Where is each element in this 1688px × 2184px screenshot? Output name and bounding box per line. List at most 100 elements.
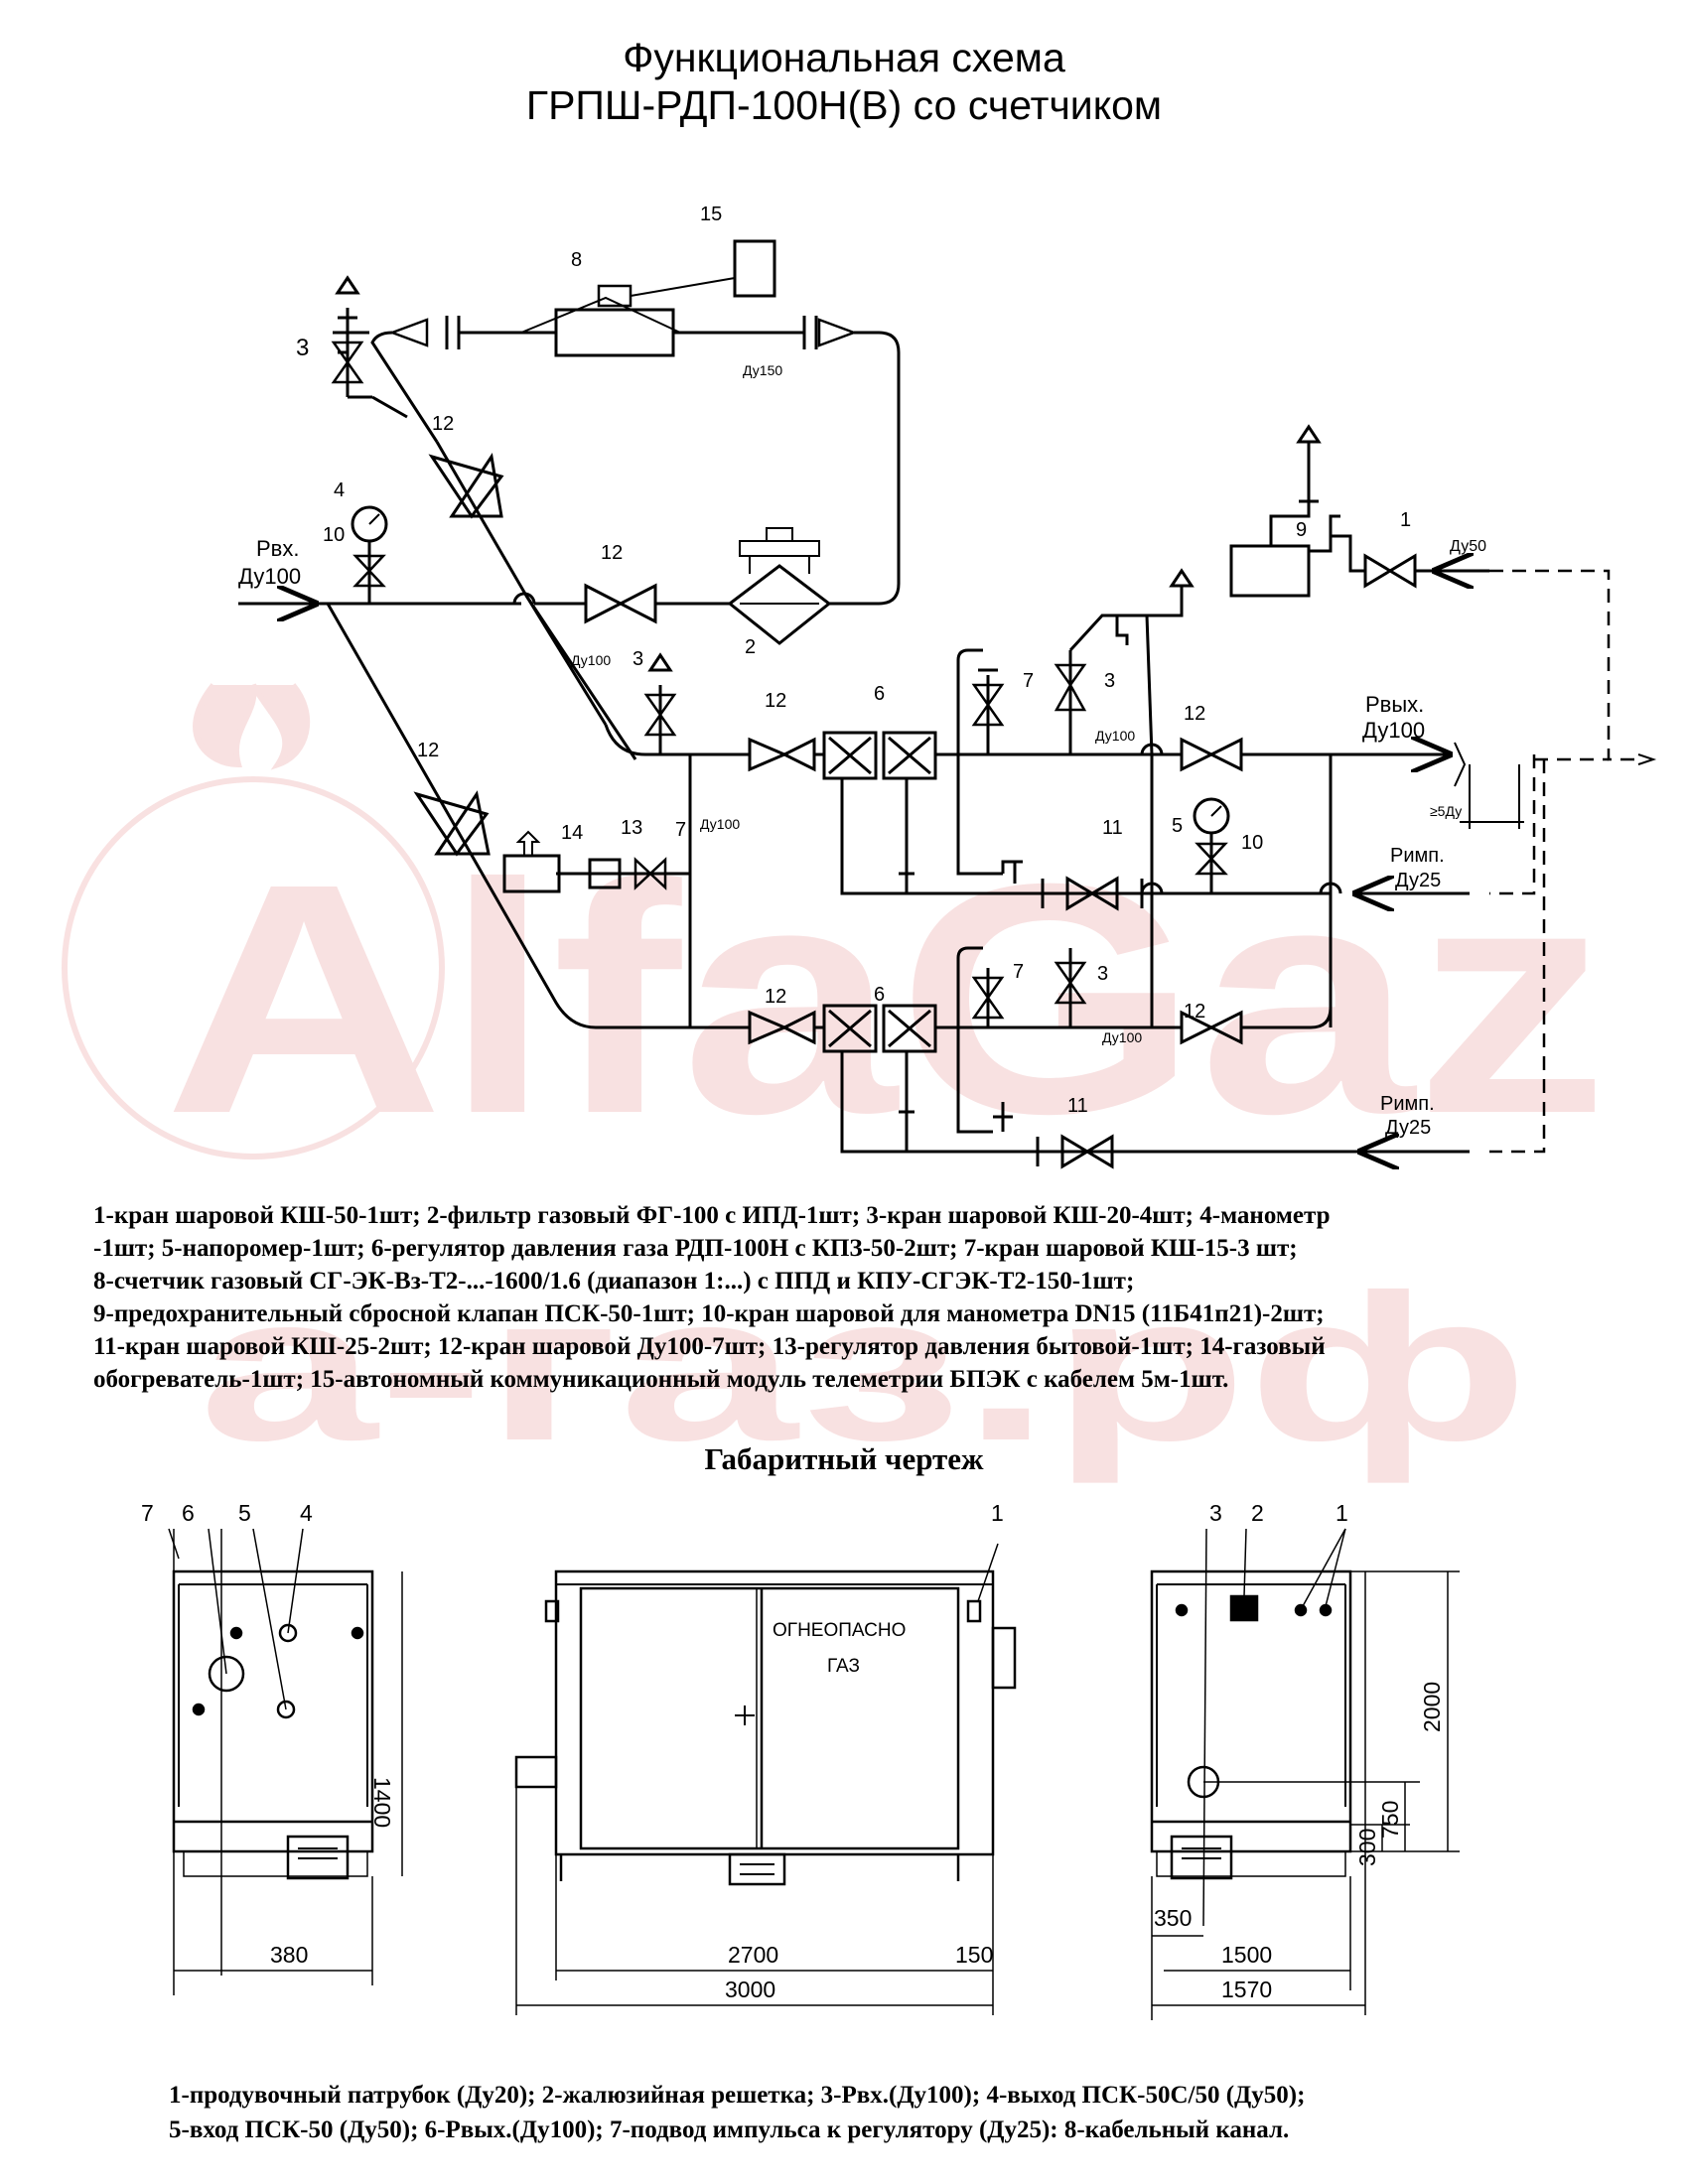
valve-12-upper-in	[748, 737, 816, 772]
branch-main-lower	[326, 603, 750, 1029]
right-dim-height: 2000	[1419, 1682, 1445, 1732]
pressure-gauge-4	[351, 505, 388, 543]
label-dn100-b: Ду100	[700, 816, 740, 832]
regulator-13	[588, 858, 622, 889]
page-title-line2: ГРПШ-РДП-100Н(В) со счетчиком	[525, 82, 1163, 128]
front-view	[514, 1543, 1017, 2015]
right-view	[1150, 1528, 1460, 2020]
dashed-arrow-end	[1637, 753, 1657, 765]
label-outlet-pressure: Рвых.	[1365, 692, 1424, 717]
callout-6-a: 6	[874, 683, 885, 705]
components-legend: 1-кран шаровой КШ-50-1шт; 2-фильтр газов…	[93, 1199, 1523, 1396]
left-dim-width: 380	[270, 1942, 308, 1968]
scheme	[238, 239, 1489, 1169]
callout-4: 4	[334, 479, 345, 501]
callout-1: 1	[1400, 509, 1411, 531]
page-title-line1: Функциональная схема	[623, 35, 1065, 80]
telemetry-module-15	[733, 239, 776, 298]
impulse-dashed-lines	[1489, 569, 1638, 1154]
dimension-drawings	[168, 1528, 1460, 2020]
callout-6-b: 6	[874, 984, 885, 1006]
footer-line: 1-продувочный патрубок (Ду20); 2-жалюзий…	[169, 2082, 1306, 2109]
callout-3-d: 3	[1097, 963, 1108, 985]
valve-12-upper-out	[1180, 737, 1243, 772]
valve-11-lower	[1060, 1134, 1114, 1169]
callout-7-a: 7	[1023, 670, 1034, 692]
footer-line: 5-вход ПСК-50 (Ду50); 6-Рвых.(Ду100); 7-…	[169, 2116, 1290, 2143]
filter-pressure-indicator	[739, 540, 820, 557]
callout-12-e: 12	[1184, 703, 1205, 725]
reducer-left	[388, 318, 429, 347]
label-inlet-pressure: Рвх.	[256, 536, 299, 561]
regulator-6-upper-a	[822, 731, 878, 780]
callout-12-c: 12	[417, 740, 439, 761]
watermark-domain: а-газ.рф	[199, 1251, 1529, 1484]
label-dn100-a: Ду100	[571, 652, 611, 668]
legend-line: 8-счетчик газовый СГ-ЭК-Вз-Т2-...-1600/1…	[93, 1268, 1135, 1295]
gas-meter-8	[554, 308, 675, 357]
front-dim-side: 150	[955, 1942, 993, 1968]
front-callout-1: 1	[991, 1500, 1004, 1526]
left-callout-5: 5	[238, 1500, 251, 1526]
purge-valve-3-mid	[643, 693, 677, 737]
valve-7-upper	[971, 683, 1005, 727]
callout-8: 8	[571, 249, 582, 271]
callout-12-a: 12	[432, 413, 454, 435]
legend-line: -1шт; 5-напоромер-1шт; 6-регулятор давле…	[93, 1235, 1298, 1262]
right-dim-base: 300	[1354, 1829, 1380, 1866]
valve-12-diag-lower	[413, 791, 490, 857]
label-spacing: ≥5Ду	[1430, 803, 1462, 819]
legend-line: 9-предохранительный сбросной клапан ПСК-…	[93, 1300, 1325, 1327]
left-callout-4: 4	[300, 1500, 313, 1526]
left-callout-6: 6	[182, 1500, 195, 1526]
label-dn100-d: Ду100	[1102, 1029, 1142, 1045]
callout-7-c: 7	[675, 819, 686, 841]
front-dim-total: 3000	[725, 1977, 775, 2002]
valve-12-inlet	[584, 583, 657, 624]
right-callout-3: 3	[1209, 1500, 1222, 1526]
callout-14: 14	[561, 822, 583, 844]
callout-3-b: 3	[633, 648, 643, 670]
callout-9: 9	[1296, 519, 1307, 541]
callout-3-c: 3	[1104, 670, 1115, 692]
label-dn150: Ду150	[743, 362, 782, 378]
callout-13: 13	[621, 817, 642, 839]
callout-7-b: 7	[1013, 961, 1024, 983]
right-dim-total: 1570	[1221, 1977, 1272, 2002]
callout-11-b: 11	[1067, 1095, 1088, 1117]
relief-valve-9	[1229, 544, 1311, 598]
callout-12-f: 12	[765, 986, 786, 1008]
callout-10-b: 10	[1241, 832, 1263, 854]
spacing-mark	[1454, 742, 1524, 829]
left-view	[168, 1528, 403, 1995]
legend-line: обогреватель-1шт; 15-автономный коммуник…	[93, 1366, 1229, 1393]
valve-11-upper	[1065, 876, 1119, 911]
right-callout-1: 1	[1336, 1500, 1348, 1526]
legend-line: 1-кран шаровой КШ-50-1шт; 2-фильтр газов…	[93, 1202, 1331, 1229]
label-inlet-dn: Ду100	[238, 564, 301, 589]
valve-1-relief	[1363, 553, 1417, 589]
valve-10-outlet	[1195, 842, 1228, 876]
callout-12-g: 12	[1184, 1001, 1205, 1023]
valve-7-lower	[971, 976, 1005, 1020]
draft-gauge-5	[1193, 797, 1230, 835]
right-dim-offset: 350	[1154, 1905, 1192, 1931]
valve-12-diag-upper-a	[428, 454, 504, 519]
vent-arrow-top-left	[335, 275, 360, 295]
label-impulse-1: Римп.	[1390, 845, 1445, 867]
callout-3-a: 3	[296, 335, 309, 361]
right-dim-inlet: 750	[1377, 1801, 1403, 1839]
branch-main-upper	[604, 724, 750, 756]
valve-7-heater	[633, 857, 667, 890]
reducer-right	[817, 318, 858, 347]
label-impulse-1-dn: Ду25	[1395, 870, 1441, 891]
regulator-6-lower-a	[822, 1004, 878, 1053]
callout-12-d: 12	[765, 690, 786, 712]
scheme-labels: Рвх. Ду100 Рвых. Ду100 Римп. Ду25 Римп. …	[238, 204, 1486, 1139]
watermark-flame-logo	[62, 683, 445, 1160]
dimensions-title: Габаритный чертеж	[704, 1441, 984, 1476]
door-text-1: ОГНЕОПАСНО	[773, 1620, 906, 1641]
dimension-labels: 7 6 5 4 1400 380 1 ОГНЕОПАСНО ГАЗ 2700 1…	[141, 1500, 1445, 2002]
meter-bypass-loop	[829, 331, 901, 606]
